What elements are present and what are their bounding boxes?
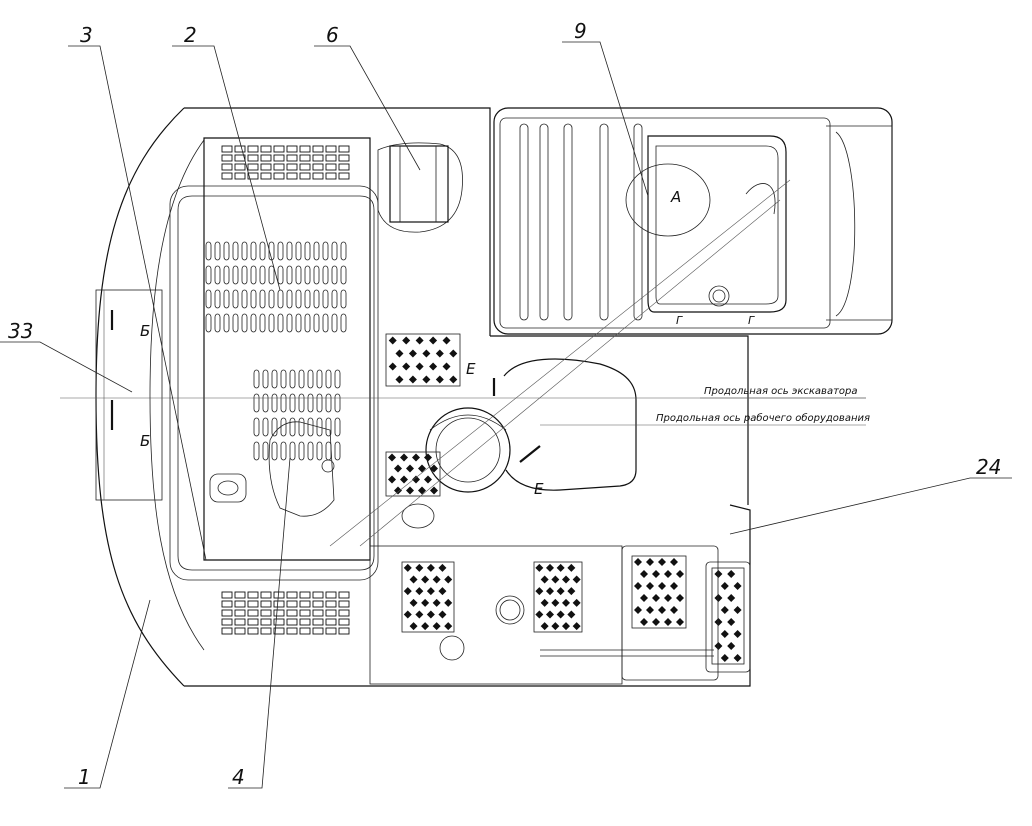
view-mark-e-upper: Е xyxy=(466,360,476,378)
callout-1: 1 xyxy=(78,765,91,789)
swing-joint xyxy=(401,358,637,529)
cab-area xyxy=(493,107,893,335)
callout-3: 3 xyxy=(80,23,93,47)
view-mark-e-lower: Е xyxy=(534,480,544,498)
hood-louvers-lower xyxy=(253,369,341,461)
view-mark-b-lower: Б xyxy=(140,432,150,450)
callout-24: 24 xyxy=(976,455,1001,479)
view-mark-a: А xyxy=(670,188,681,206)
callout-6: 6 xyxy=(326,23,339,47)
callout-2: 2 xyxy=(184,23,197,47)
component-6 xyxy=(377,142,463,233)
filter-unit xyxy=(268,421,335,517)
vent-grilles xyxy=(385,333,745,665)
cab-floor-rails xyxy=(519,123,643,321)
callout-leaders xyxy=(0,41,1012,789)
engine-hood xyxy=(169,137,379,581)
radiator-grille-top xyxy=(221,145,350,180)
radiator-grille-bottom xyxy=(221,591,350,635)
section-lines xyxy=(110,179,791,547)
view-mark-g-left: Г xyxy=(676,314,683,327)
upper-structure-outline xyxy=(95,107,751,687)
longitudinal-axes xyxy=(60,397,866,426)
axis-caption-equipment: Продольная ось рабочего оборудования xyxy=(656,412,870,424)
right-side-compartments xyxy=(369,545,751,685)
hood-louvers-upper xyxy=(205,241,347,333)
callout-labels: 3 2 6 9 33 24 1 4 xyxy=(8,19,1001,789)
view-mark-b-upper: Б xyxy=(140,322,150,340)
callout-33: 33 xyxy=(8,319,33,343)
callout-9: 9 xyxy=(574,19,587,43)
axis-caption-excavator: Продольная ось экскаватора xyxy=(704,386,858,397)
view-marks: Б Б Е Е А Г Г xyxy=(140,188,755,498)
callout-4: 4 xyxy=(232,765,245,789)
view-mark-g-right: Г xyxy=(748,314,755,327)
